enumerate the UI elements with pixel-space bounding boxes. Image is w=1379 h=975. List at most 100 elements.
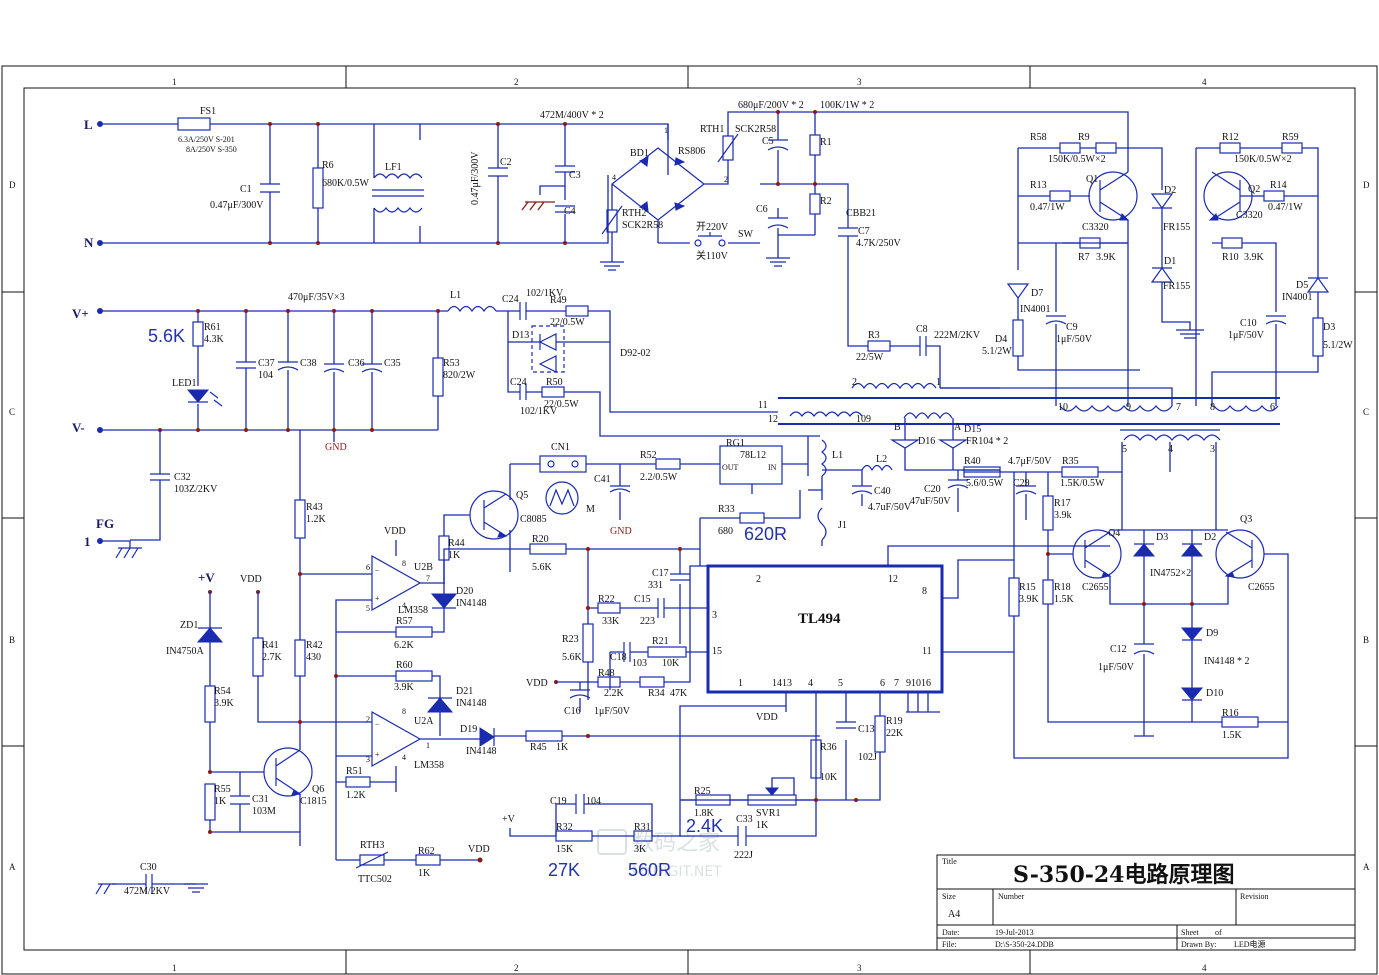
r23-ref: R23: [562, 634, 579, 645]
r34-value: 47K: [670, 688, 688, 699]
vdd-label-r41: VDD: [240, 574, 262, 585]
r45-value: 1K: [556, 742, 569, 753]
r36-value: 10K: [820, 772, 838, 783]
grid-col-3: 3: [857, 77, 862, 87]
c10-ref: C10: [1240, 318, 1257, 329]
in4148c-value: IN4148: [466, 746, 497, 757]
c17-ref: C17: [652, 568, 669, 579]
tr-pin8: 8: [1210, 402, 1215, 413]
annotation-620r: 620R: [744, 524, 787, 544]
tl494-pin1: 1: [738, 678, 743, 689]
r44-ref: R44: [448, 538, 465, 549]
d2b-ref: D2: [1204, 532, 1216, 543]
file-label: File:: [942, 940, 957, 949]
r34-ref: R34: [648, 688, 665, 699]
d21-ref: D21: [456, 686, 473, 697]
r22-value: 33K: [602, 616, 620, 627]
net-L: L: [84, 117, 93, 132]
r3-value: 22/5W: [856, 352, 884, 363]
q5-value: C8085: [520, 514, 547, 525]
lf1-ref: LF1: [385, 162, 402, 173]
r42-value: 430: [306, 652, 321, 663]
c8-value: 222M/2KV: [934, 330, 981, 341]
r61-ref: R61: [204, 322, 221, 333]
d7-ref: D7: [1031, 288, 1043, 299]
c33-ref: C33: [736, 814, 753, 825]
d15-ref: D15: [964, 424, 981, 435]
watermark-en: MYDIGIT.NET: [632, 864, 722, 880]
d15-value: FR104 * 2: [966, 436, 1008, 447]
in4001b-value: IN4001: [1282, 292, 1313, 303]
r35-ref: R35: [1062, 456, 1079, 467]
sw-220-label: 开220V: [696, 222, 729, 233]
d3a-ref: D3: [1323, 322, 1335, 333]
r16-value: 1.5K: [1222, 730, 1243, 741]
r13-value: 0.47/1W: [1030, 202, 1065, 213]
r52-ref: R52: [640, 450, 657, 461]
tl494-pin12: 12: [888, 574, 898, 585]
in4148b-value: IN4148: [456, 698, 487, 709]
tl494-ic: [706, 564, 944, 694]
grid-col-4-bottom: 4: [1202, 963, 1207, 973]
r48-value: 2.2K: [604, 688, 625, 699]
aux-pin3: 3: [1210, 444, 1215, 455]
size-label: Size: [942, 892, 956, 901]
compensation-section: R20 5.6K C17 331 R22 33K C15 223 R23 5.6…: [510, 534, 708, 717]
d1a-ref: D1: [1164, 256, 1176, 267]
gnd-label-2: GND: [610, 526, 632, 537]
c24b-ref: C24: [510, 377, 527, 388]
u2b-pin8: 8: [402, 559, 406, 568]
grid-col-3-bottom: 3: [857, 963, 862, 973]
r31-value: 3K: [634, 844, 647, 855]
r33-value: 680: [718, 526, 733, 537]
r50-value: 22/0.5W: [544, 399, 579, 410]
bd1-ref: BD1: [630, 148, 649, 159]
in4148x2-value: IN4148 * 2: [1204, 656, 1250, 667]
d20-ref: D20: [456, 586, 473, 597]
net-plusV-2: +V: [502, 814, 516, 825]
grid-row-b: B: [9, 635, 15, 645]
rth1-ref: RTH1: [700, 124, 724, 135]
grid-row-b-right: B: [1363, 635, 1369, 645]
annotation-5-6k: 5.6K: [148, 326, 185, 346]
q1-value: C3320: [1082, 222, 1109, 233]
grid-row-c: C: [9, 407, 15, 417]
u2b-minus: −: [375, 566, 380, 575]
number-label: Number: [998, 892, 1025, 901]
net-Vminus: V-: [72, 420, 85, 435]
watermark: 数码之家 MYDIGIT.NET: [597, 829, 722, 880]
tr-pin10: 10: [1058, 402, 1068, 413]
c15-value: 223: [640, 616, 655, 627]
r19-value: 22K: [886, 728, 904, 739]
r48-ref: R48: [598, 668, 615, 679]
vdd-label-r48: VDD: [526, 678, 548, 689]
tr-pin9: 9: [1126, 402, 1131, 413]
tl494-pin8: 8: [922, 586, 927, 597]
tl494-pin5: 5: [838, 678, 843, 689]
tl494-pin6: 6: [880, 678, 885, 689]
fs1-value2: 8A/250V S-350: [186, 145, 237, 154]
net-N: N: [84, 235, 94, 250]
r58-ref: R58: [1030, 132, 1047, 143]
grid-col-4: 4: [1202, 77, 1207, 87]
c16-value: 1μF/50V: [594, 706, 631, 717]
d2a-ref: D2: [1164, 185, 1176, 196]
r13-ref: R13: [1030, 180, 1047, 191]
u2b-ref: U2B: [414, 562, 433, 573]
r51-value: 1.2K: [346, 790, 367, 801]
c37-ref: C37: [258, 358, 275, 369]
r7-ref: R7: [1078, 252, 1090, 263]
bridge-section: BD1 RS806 4 1 2 RTH2 SCK2R58 RTH1 SCK2R5…: [600, 111, 1129, 271]
grid-col-1: 1: [172, 77, 177, 87]
divider-section: +V C19 104 R32 15K R31 3K 27K 560R R25 1…: [502, 705, 858, 880]
tr-pin11: 11: [758, 400, 768, 411]
c13-ref: C13: [858, 724, 875, 735]
r59-value: 150K/0.5W×2: [1234, 154, 1292, 165]
r53-ref: R53: [443, 358, 460, 369]
grid-row-a: A: [9, 862, 16, 872]
schematic-title: S-350-24电路原理图: [1013, 862, 1235, 888]
c13-value: 102J: [858, 752, 877, 763]
of-label: of: [1215, 928, 1222, 937]
c31-ref: C31: [252, 794, 269, 805]
